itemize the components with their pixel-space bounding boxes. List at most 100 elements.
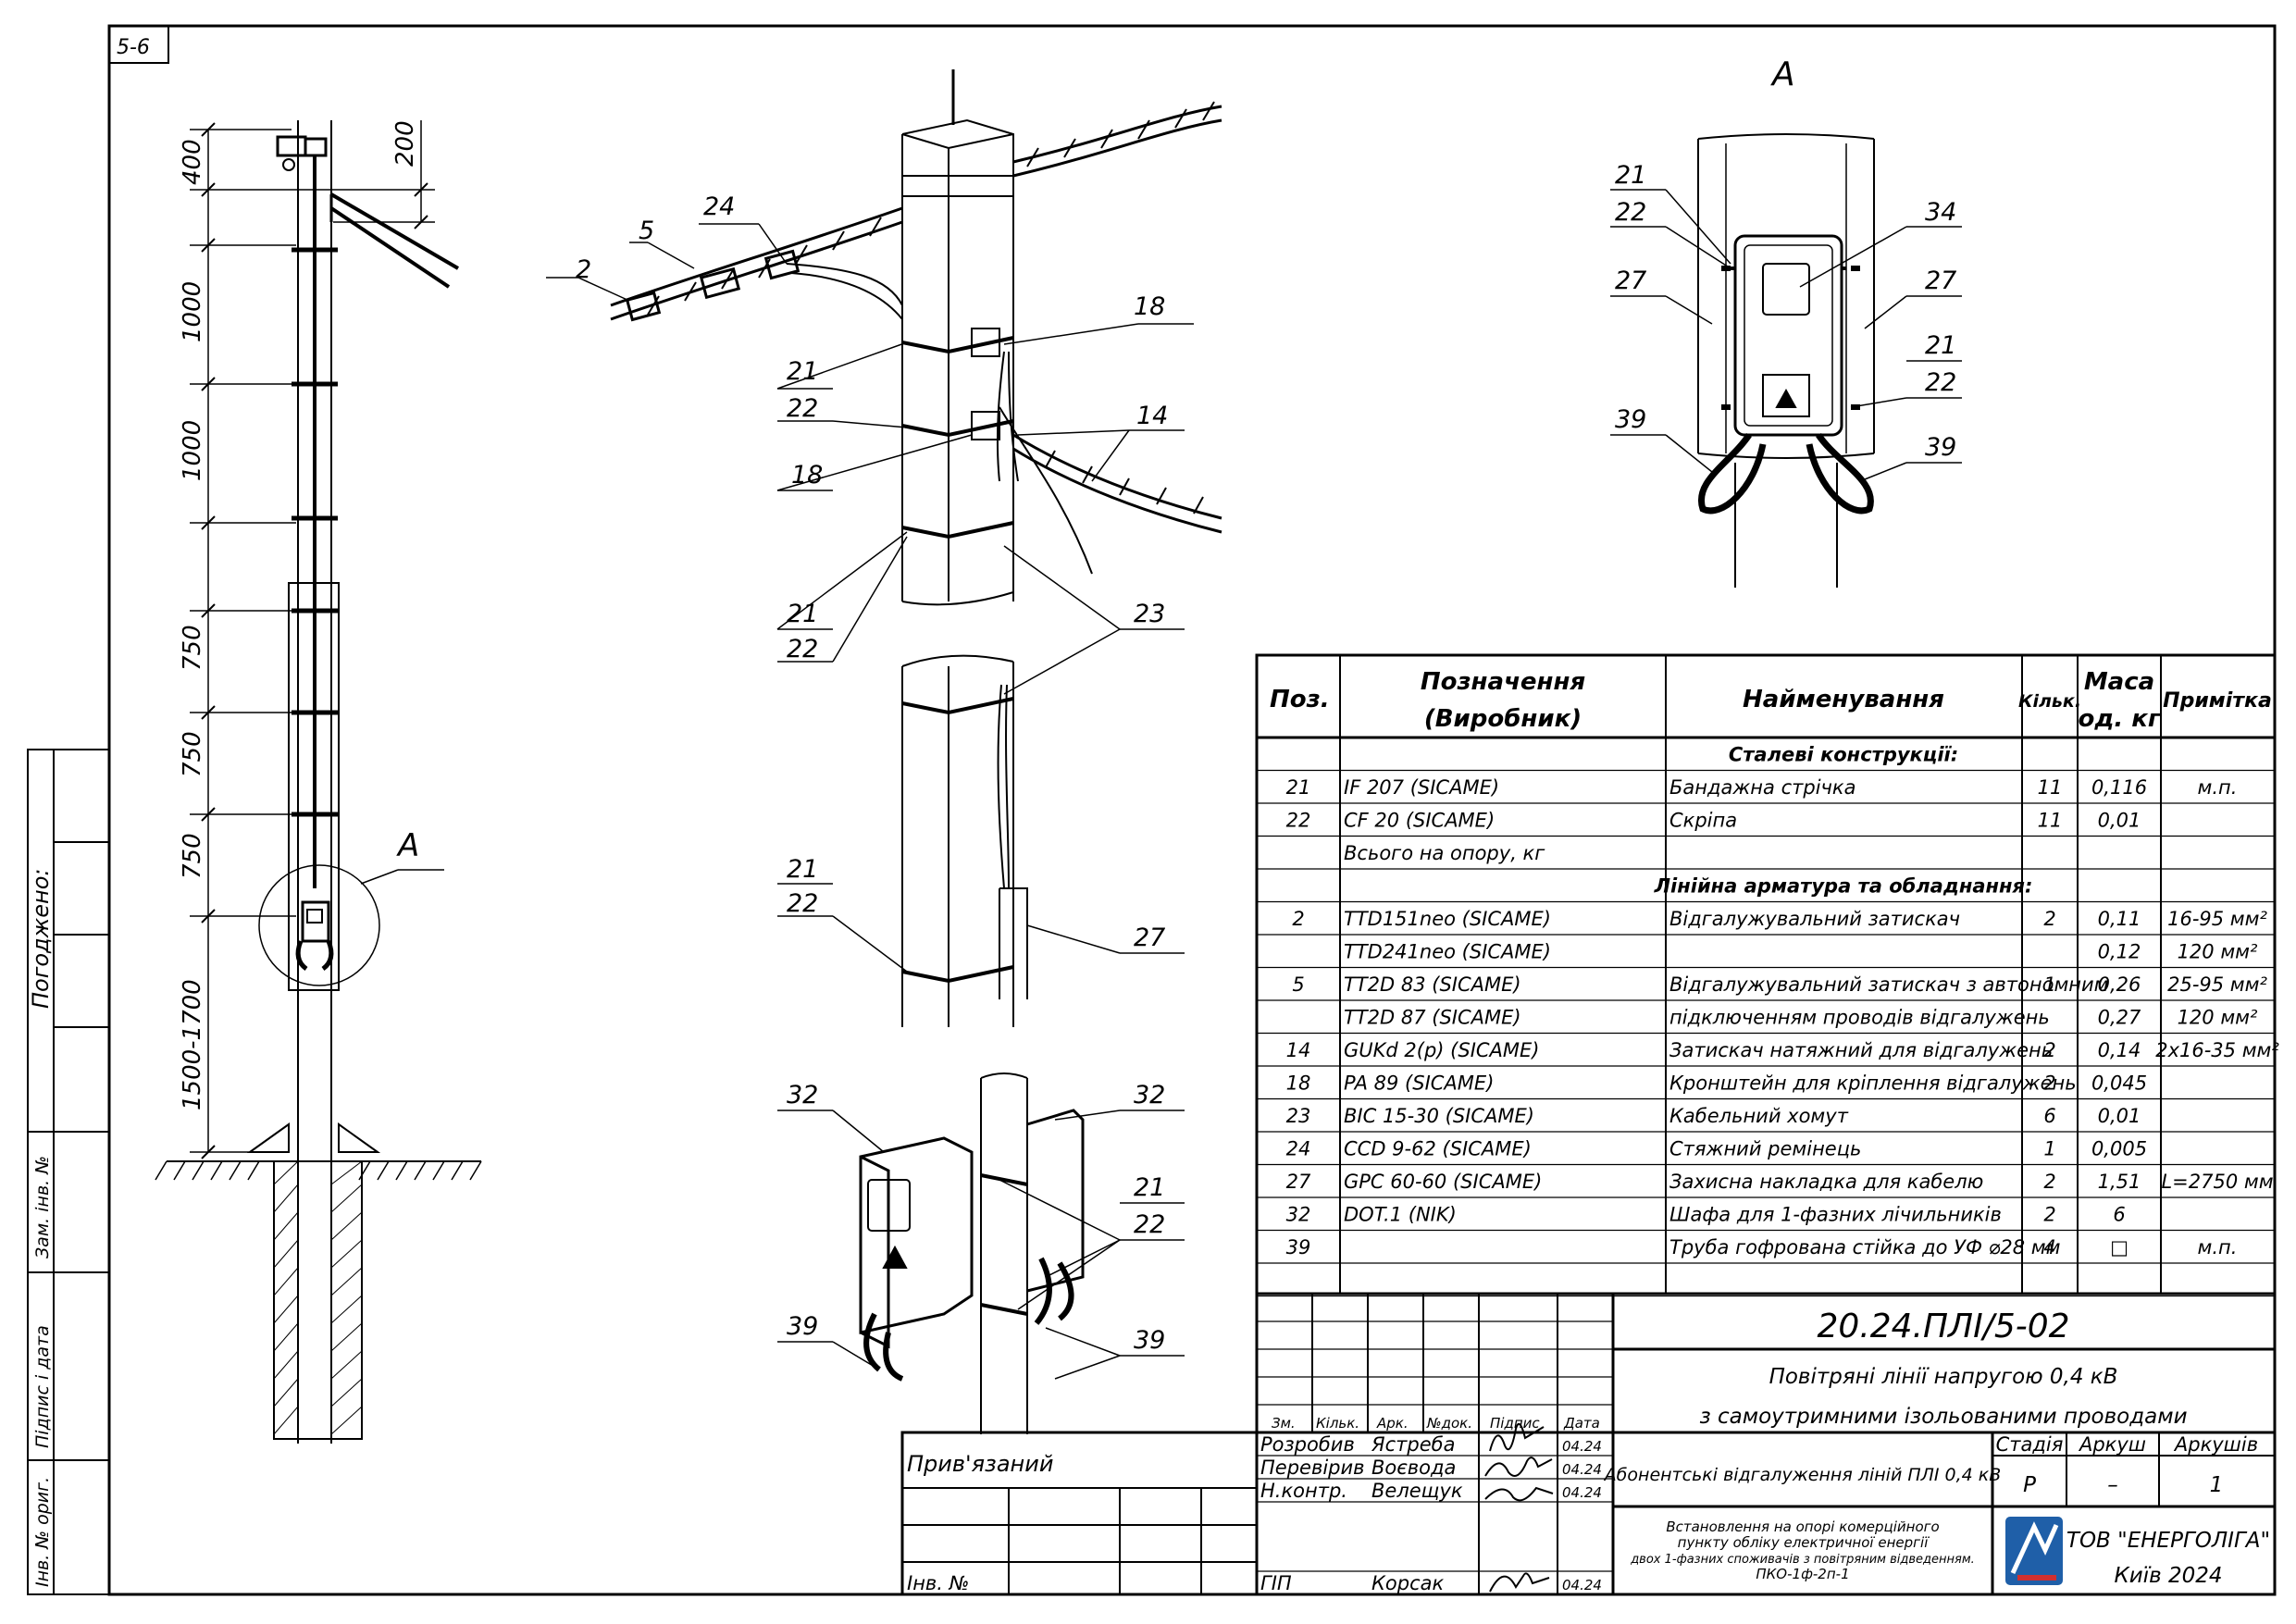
sheet-label-box [108, 25, 169, 64]
bom-headers: Поз. Позначення (Виробник) Найменування … [1270, 668, 2272, 733]
detail-a-title: А [1770, 56, 1795, 93]
side-sign-date: Підпис і дата [32, 1325, 53, 1448]
callout-d21a: 21 [1615, 161, 1646, 190]
callout-labels-bottom: 32 32 21 22 39 39 [787, 1081, 1165, 1355]
callout-d22a: 22 [1615, 198, 1646, 227]
title-block-text: Зм. Кільк. Арк. №док. Підпис Дата Розроб… [907, 1308, 2270, 1594]
callout-d21b: 21 [1925, 331, 1956, 360]
bom-cell-pos: 39 [1286, 1236, 1311, 1258]
bom-cell-mass: 0,045 [2091, 1072, 2147, 1095]
tb-linked: Прив'язаний [907, 1451, 1053, 1477]
bom-cell-name: Труба гофрована стійка до УФ ⌀28 мм [1669, 1236, 2061, 1258]
bom-cell-des: GUKd 2(p) (SICAME) [1344, 1039, 1540, 1061]
callout-32b: 32 [1134, 1081, 1165, 1110]
bom-cell-des: PA 89 (SICAME) [1344, 1072, 1494, 1095]
bom-cell-mass: 0,116 [2091, 776, 2147, 799]
callout-32a: 32 [787, 1081, 818, 1110]
tb-company: ТОВ "ЕНЕРГОЛІГА" [2066, 1529, 2270, 1553]
bom-cell-des: IF 207 (SICAME) [1344, 776, 1499, 799]
callout-18b: 18 [791, 461, 823, 490]
signatures [1484, 1422, 1554, 1593]
tb-col-qty: Кільк. [1316, 1415, 1359, 1432]
tb-desc-4: ПКО-1ф-2п-1 [1756, 1566, 1849, 1582]
callout-d34: 34 [1925, 198, 1956, 227]
bom-cell-mass: □ [2110, 1236, 2128, 1258]
bom-cell-qty: 4 [2043, 1236, 2055, 1258]
dim-400: 400 [179, 139, 206, 185]
company-logo-icon [2005, 1517, 2063, 1585]
side-inv-orig: Інв. № ориг. [32, 1477, 53, 1587]
tb-city: Київ 2024 [2114, 1564, 2222, 1588]
tb-inv-no: Інв. № [907, 1572, 970, 1594]
bom-cell-pos: 5 [1292, 973, 1304, 996]
tb-desc-3: двох 1-фазних споживачів з повітряним ві… [1630, 1553, 1975, 1567]
bom-cell-name: Кронштейн для кріплення відгалужень [1669, 1072, 2077, 1095]
bom-cell-name: Сталеві конструкції: [1729, 744, 1958, 766]
tb-sheets: 1 [2210, 1473, 2224, 1497]
tb-name-checker: Воєвода [1371, 1457, 1456, 1479]
tb-sheet-label: Аркуш [2078, 1433, 2146, 1456]
bom-cell-qty: 2 [2043, 908, 2055, 930]
bom-cell-mass: 0,11 [2098, 908, 2141, 930]
bom-cell-note: L=2750 мм [2161, 1171, 2273, 1193]
dim-1000-a: 1000 [179, 281, 206, 342]
iso-cabinets [859, 1072, 1085, 1434]
bom-cell-name: Відгалужувальний затискач [1669, 908, 1960, 930]
bom-cell-pos: 21 [1286, 776, 1311, 799]
tb-role-checker: Перевірив [1260, 1457, 1365, 1479]
dim-1500-1700: 1500-1700 [179, 979, 206, 1110]
callout-23: 23 [1134, 600, 1165, 628]
callout-5: 5 [639, 217, 654, 245]
bom-cell-name: підключенням проводів відгалужень [1669, 1007, 2050, 1029]
bom-cell-note: 2х16-35 мм² [2155, 1039, 2279, 1061]
callout-labels-detail: 21 22 34 27 27 21 22 39 39 [1615, 161, 1956, 462]
bom-header-mass-1: Маса [2084, 668, 2154, 696]
bom-cell-note: м.п. [2198, 776, 2238, 799]
tb-title1: Повітряні лінії напругою 0,4 кВ [1769, 1365, 2118, 1389]
bom-cell-des: BIC 15-30 (SICAME) [1344, 1105, 1534, 1127]
bom-cell-des: CF 20 (SICAME) [1344, 810, 1495, 832]
bom-cell-pos: 23 [1286, 1105, 1311, 1127]
bom-header-mass-2: од. кг [2078, 705, 2161, 733]
iso-pole [610, 69, 1222, 1027]
bom-cell-name: Скріпа [1669, 810, 1737, 832]
dim-750-a: 750 [179, 625, 206, 671]
sheet-label: 5-6 [117, 36, 150, 59]
bom-cell-des: TTD241neo (SICAME) [1344, 941, 1551, 963]
title-block-grid [900, 1292, 2277, 1596]
bom-header-pos: Поз. [1270, 686, 1330, 713]
bom-cell-name: Кабельний хомут [1669, 1105, 1849, 1127]
tb-name-developer: Ястреба [1371, 1433, 1455, 1456]
tb-title2: з самоутримними ізольованими проводами [1699, 1405, 2187, 1429]
bom-cell-name: Лінійна арматура та обладнання: [1654, 875, 2033, 898]
bom-cell-mass: 0,12 [2098, 941, 2141, 963]
bom-cell-qty: 2 [2043, 1171, 2055, 1193]
callout-39a: 39 [787, 1312, 818, 1341]
tb-desc-2: пункту обліку електричної енергії [1678, 1534, 1930, 1551]
bom-cell-name: Затискач натяжний для відгалужень [1669, 1039, 2053, 1061]
callout-14: 14 [1136, 402, 1168, 430]
pole-elevation: А [155, 120, 482, 1444]
side-replace-inv: Зам. інв. № [32, 1156, 53, 1258]
bom-cell-pos: 22 [1286, 810, 1311, 832]
bom-cell-des: TT2D 83 (SICAME) [1344, 973, 1521, 996]
bom-cell-qty: 2 [2043, 1204, 2055, 1226]
bom-cell-mass: 0,01 [2098, 810, 2141, 832]
bom-cell-pos: 18 [1286, 1072, 1311, 1095]
tb-stage-label: Стадія [1996, 1433, 2064, 1456]
dim-1000-b: 1000 [179, 420, 206, 481]
callout-labels-main: 2 5 24 18 21 22 18 14 21 22 23 21 22 27 [576, 192, 1168, 952]
callout-2: 2 [576, 255, 591, 284]
tb-sheet: – [2107, 1473, 2118, 1497]
callout-d27a: 27 [1615, 267, 1646, 295]
side-agreed: Погоджено: [28, 869, 54, 1009]
callout-d27b: 27 [1925, 267, 1956, 295]
tb-name-gip: Корсак [1371, 1572, 1445, 1594]
dim-750-c: 750 [179, 833, 206, 879]
callout-24: 24 [703, 192, 735, 221]
bom-cell-note: 120 мм² [2178, 941, 2258, 963]
callout-27: 27 [1134, 924, 1165, 952]
bom-header-note: Примітка [2163, 689, 2272, 713]
bom-cell-pos: 2 [1292, 908, 1304, 930]
